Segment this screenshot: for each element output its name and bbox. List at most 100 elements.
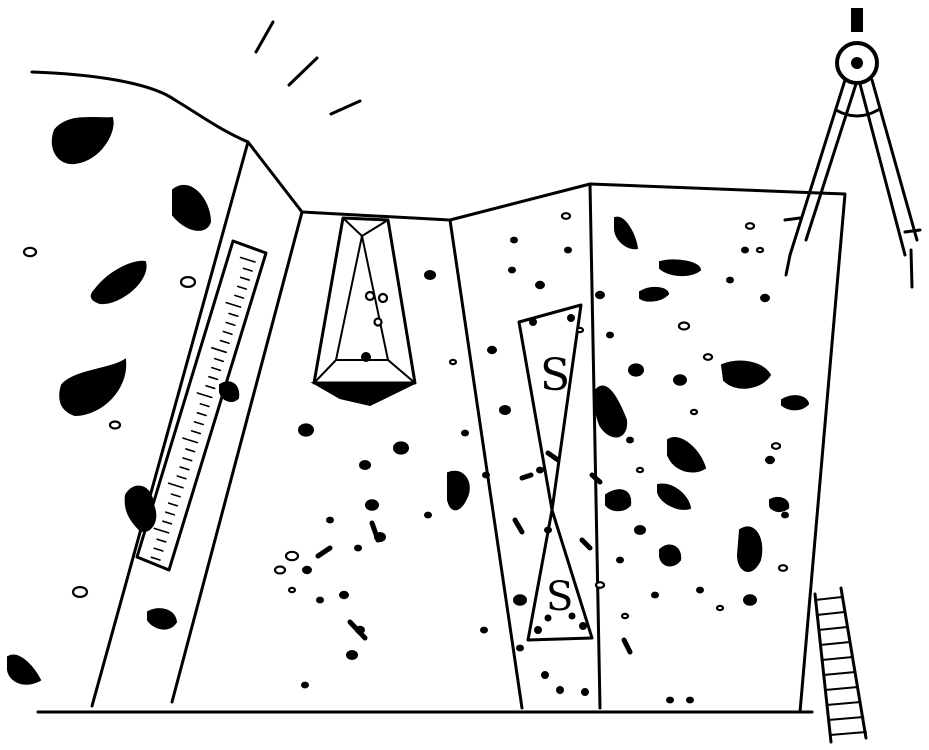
ruler-tick [225,321,236,327]
small-hold-outline [22,246,38,258]
small-hold-outline [273,565,287,575]
small-hold [359,460,371,470]
sunburst-lines [254,20,362,116]
small-hold-outline [770,442,782,450]
ruler-tick [236,285,248,290]
dash-hold [315,545,333,559]
ladder-rung [824,686,859,691]
ladder-rung [820,656,854,661]
ruler-tick [170,493,181,498]
ruler-tick [179,466,190,471]
ladder-rung [825,701,862,706]
small-hold [616,556,624,564]
small-hold [595,290,605,300]
hourglass-panel: S S [517,303,594,696]
dash-hold [589,472,603,485]
small-hold [686,696,694,704]
ruler-tick [182,457,193,462]
ruler-ticks [150,256,256,561]
small-hold [354,544,362,552]
small-hold [393,441,409,455]
small-hold [480,626,488,634]
small-hold [696,586,704,594]
small-hold [760,293,770,303]
small-hold [461,429,469,437]
small-hold [326,516,334,524]
small-hold-outline [71,585,89,598]
ruler-tick [222,330,233,336]
wall-outline [30,70,847,714]
prism-panel [310,216,417,407]
ruler-tick [167,502,179,507]
holds-small [22,212,789,704]
small-hold [726,276,734,284]
small-hold-outline [179,276,197,289]
ruler-tick [196,392,213,399]
small-hold [651,591,659,599]
small-hold [741,246,749,254]
ruler-tick [182,437,199,444]
small-hold [301,681,309,689]
hourglass-glyph-bottom: S [546,574,573,620]
small-hold [513,594,527,606]
small-hold-outline [575,326,585,334]
small-hold-outline [108,420,122,430]
compass-divider [783,8,922,289]
dash-hold [369,520,381,543]
ladder-rung [817,626,849,631]
small-hold-outline [635,466,645,474]
ruler-tick [219,339,230,345]
small-hold [316,596,324,604]
small-hold [499,405,511,415]
ruler-tick [176,475,187,480]
small-hold-outline [677,321,691,331]
dash-hold [579,537,593,551]
ruler-tick [196,412,207,417]
ladder [813,586,868,744]
small-hold [536,466,544,474]
small-hold [482,471,490,479]
dash-hold [545,450,561,463]
hourglass-glyph-top: S [540,350,570,401]
ladder-rung [827,716,865,721]
ruler-tick [150,556,161,561]
ruler-tick [153,547,164,552]
small-hold [424,270,436,280]
ladder-rung [819,641,851,646]
small-hold [339,590,349,600]
small-hold [666,696,674,704]
ruler-tick [234,294,245,299]
small-hold-outline [702,353,714,361]
ruler-tick [153,527,170,534]
dash-hold [347,619,368,641]
ruler-tick [162,520,173,525]
ruler-tick [156,538,167,543]
small-hold [673,374,687,386]
ruler-tick [205,384,216,390]
ruler-tick [164,511,176,516]
holds-large [7,116,810,685]
small-hold [365,499,379,511]
ruler-tick [213,357,225,363]
small-hold [544,526,552,534]
ruler-tick [199,402,210,408]
ruler-tick [167,482,184,489]
small-hold [765,455,775,465]
small-hold-outline [620,612,630,620]
small-hold [606,331,614,339]
ruler-tick [239,276,251,281]
small-hold [743,594,757,606]
dash-hold [621,637,633,655]
small-hold [634,525,646,535]
small-hold [424,511,432,519]
small-hold-outline [744,222,756,230]
dash-hold [512,517,525,535]
small-hold [487,345,497,355]
ruler [135,239,268,572]
ruler-tick [185,448,196,453]
small-hold-outline [284,550,300,562]
small-hold [302,565,312,575]
small-hold [510,236,518,244]
small-hold [346,650,358,660]
small-hold [508,266,516,274]
